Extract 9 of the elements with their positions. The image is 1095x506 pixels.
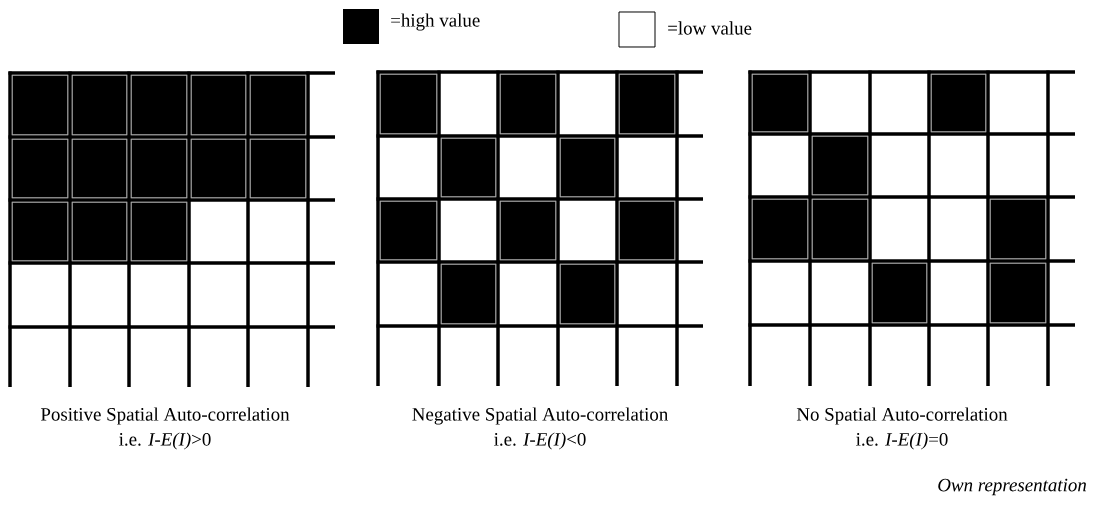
legend-label: =low value [668, 21, 752, 35]
caption: Positive Spatial Auto-correlation [40, 407, 290, 425]
caption: i.e. I-E(I)>0 [119, 432, 211, 450]
caption: Negative Spatial Auto-correlation [412, 407, 668, 425]
caption: i.e. I-E(I)<0 [494, 432, 586, 450]
caption: i.e. I-E(I)=0 [856, 432, 948, 450]
source-note: Own representation [938, 478, 1086, 496]
caption: No Spatial Auto-correlation [796, 407, 1008, 425]
legend-label: =high value [391, 13, 480, 31]
